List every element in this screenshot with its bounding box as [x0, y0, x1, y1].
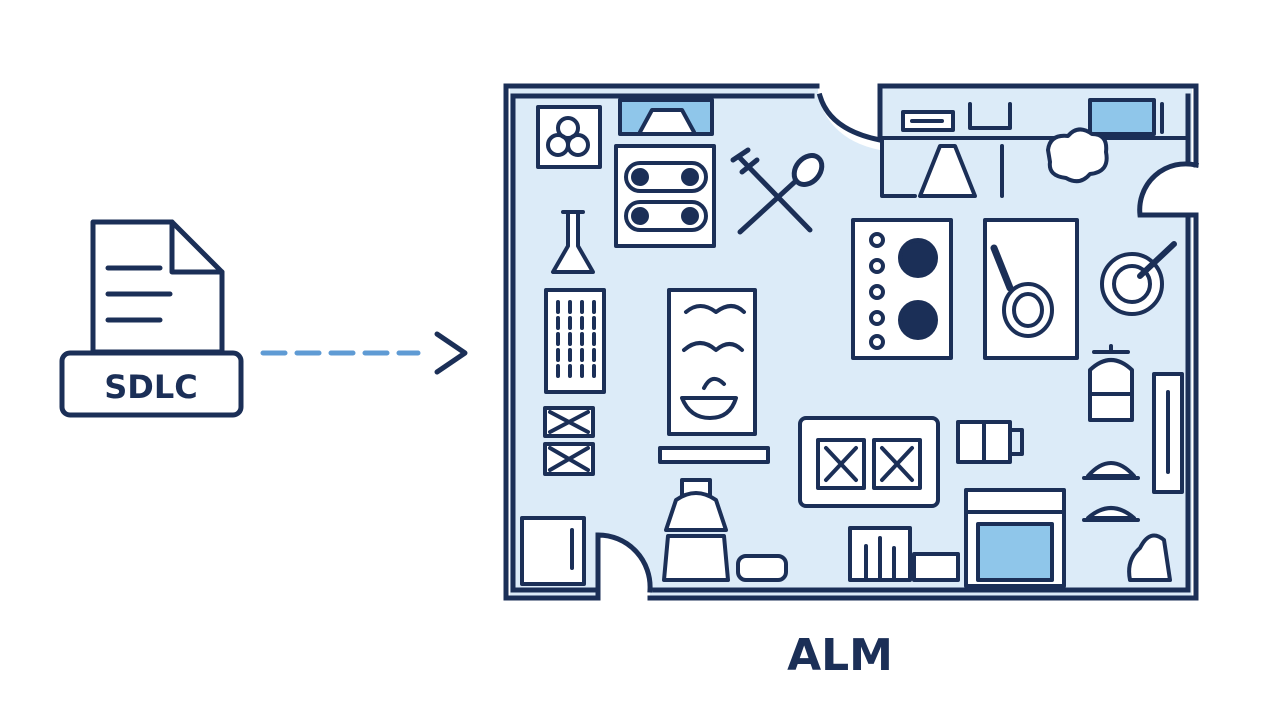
document-icon [90, 219, 225, 355]
dashed-arrow-icon [260, 331, 468, 375]
serving-cloche-icon [1082, 344, 1140, 522]
food-display-icon [667, 288, 757, 436]
refrigerator-icon [520, 516, 586, 586]
kitchen-floor-plan-icon [503, 83, 1199, 601]
olympic-rings-sign-icon [536, 105, 602, 169]
sdlc-label-box: SDLC [59, 350, 244, 418]
pitcher-icon [1127, 533, 1172, 582]
crates-icon [543, 406, 595, 476]
alm-label: ALM [787, 630, 893, 681]
wall-cabinet-icon [1152, 372, 1184, 494]
dish-icon [736, 554, 788, 582]
stove-burner-icon [614, 144, 716, 248]
top-counter [880, 98, 1190, 198]
sdlc-label: SDLC [104, 368, 197, 406]
grill-icon [798, 416, 940, 508]
frying-pan-icon [983, 218, 1079, 360]
cooking-pot-icon [1100, 241, 1177, 316]
cooktop-icon [851, 218, 953, 360]
utensils-icon [730, 147, 825, 235]
toaster-icon [956, 420, 1024, 464]
knife-icon [658, 446, 770, 464]
shelf-rack-icon [544, 288, 606, 394]
stand-mixer-icon [662, 478, 730, 582]
broccoli-icon [1046, 127, 1109, 184]
sink-icon [618, 98, 714, 136]
oven-icon [964, 488, 1066, 588]
flask-icon [551, 210, 595, 274]
bottles-icon [848, 526, 960, 582]
